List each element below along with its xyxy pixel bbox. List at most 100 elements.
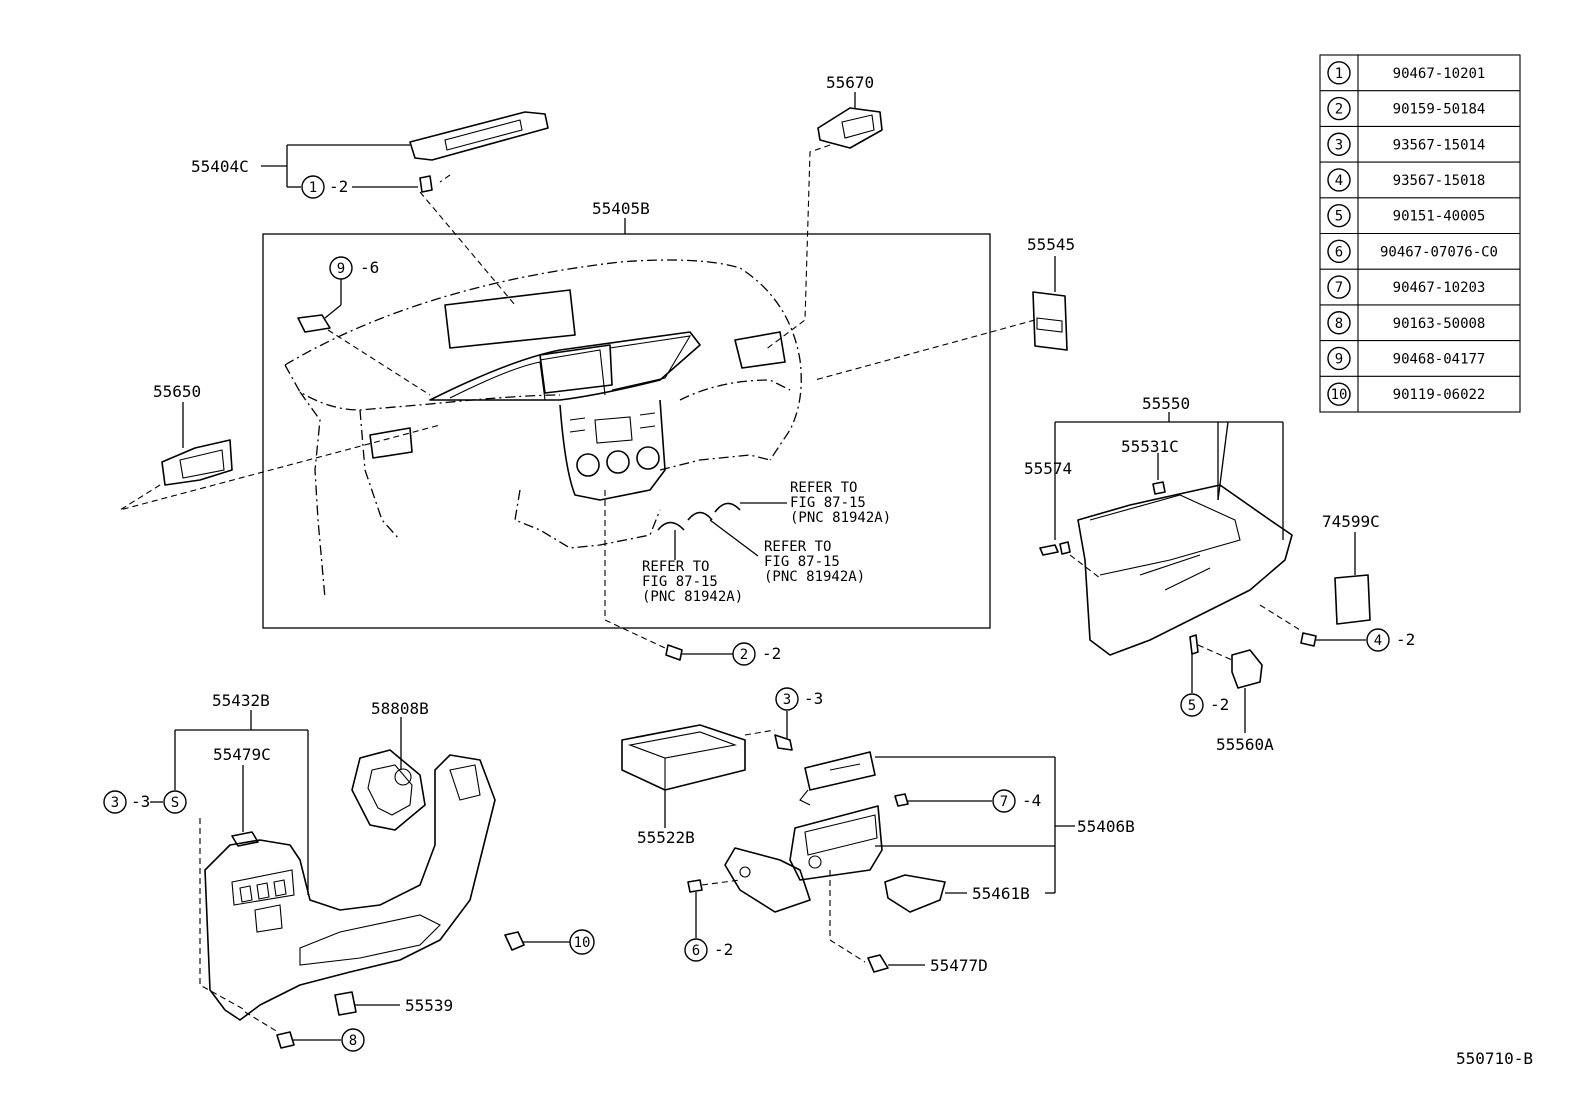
diagram-id: 550710-B <box>1456 1049 1533 1068</box>
part-55560A <box>1189 634 1263 733</box>
table-row-number-circle <box>1327 203 1351 228</box>
table-row-part-number: 90159-50184 <box>1393 102 1486 118</box>
part-55432B <box>174 710 496 1021</box>
label-55522B: 55522B <box>637 828 695 847</box>
callout-circle-10 <box>569 929 595 955</box>
svg-text:3: 3 <box>783 692 791 708</box>
label-55432B: 55432B <box>212 691 270 710</box>
svg-text:2: 2 <box>740 647 748 663</box>
label-55531C: 55531C <box>1121 437 1179 456</box>
svg-text:FIG 87-15: FIG 87-15 <box>764 554 840 570</box>
table-row-number: 5 <box>1335 209 1343 225</box>
svg-text:(PNC 81942A): (PNC 81942A) <box>764 569 865 585</box>
callout-circle-4 <box>1366 628 1390 652</box>
table-row-number: 2 <box>1335 102 1343 118</box>
label-55406B: 55406B <box>1077 817 1135 836</box>
callout-circle-1 <box>301 175 325 199</box>
label-55560A: 55560A <box>1216 735 1274 754</box>
table-row-number-circle <box>1327 311 1351 335</box>
table-row-number: 3 <box>1335 137 1343 153</box>
label-55479C: 55479C <box>213 745 271 764</box>
part-55650 <box>119 402 441 511</box>
svg-text:REFER TO: REFER TO <box>790 480 857 496</box>
label-55461B: 55461B <box>972 884 1030 903</box>
table-row-number: 10 <box>1331 387 1348 403</box>
svg-text:-3: -3 <box>804 689 823 708</box>
svg-text:-6: -6 <box>360 258 379 277</box>
svg-text:-2: -2 <box>329 177 348 196</box>
callout-circle-S <box>163 790 187 814</box>
table-row-number: 1 <box>1335 66 1343 82</box>
svg-text:FIG 87-15: FIG 87-15 <box>790 495 866 511</box>
screw-10 <box>504 931 525 951</box>
part-74599C <box>1334 532 1371 625</box>
instrument-panel-frame <box>262 233 991 629</box>
callout-circle-2 <box>732 642 756 666</box>
table-row-number-circle <box>1327 346 1351 371</box>
part-55479C <box>231 765 259 847</box>
svg-text:10: 10 <box>574 935 591 951</box>
table-row-part-number: 90468-04177 <box>1393 351 1486 367</box>
label-55477D: 55477D <box>930 956 988 975</box>
svg-text:9: 9 <box>337 261 345 277</box>
table-row-number-circle <box>1327 132 1351 156</box>
table-row-number: 4 <box>1335 173 1343 189</box>
svg-text:(PNC 81942A): (PNC 81942A) <box>642 589 743 605</box>
svg-text:1: 1 <box>309 180 317 196</box>
svg-text:S: S <box>171 795 179 811</box>
callout-circle-7 <box>992 789 1016 813</box>
svg-text:7: 7 <box>1000 794 1008 810</box>
table-row-part-number: 93567-15014 <box>1393 137 1486 153</box>
label-55550: 55550 <box>1142 394 1190 413</box>
table-row-part-number: 90467-10203 <box>1393 280 1486 296</box>
refer-note-2: REFER TO FIG 87-15 (PNC 81942A) <box>687 511 865 585</box>
label-55404C: 55404C <box>191 157 249 176</box>
part-55545 <box>814 256 1068 381</box>
callout-circle-5 <box>1180 693 1204 717</box>
label-55539: 55539 <box>405 996 453 1015</box>
table-row-number-circle <box>1327 275 1351 299</box>
svg-text:3: 3 <box>111 795 119 811</box>
part-55670 <box>764 92 883 351</box>
refer-note-1: REFER TO FIG 87-15 (PNC 81942A) <box>714 480 891 526</box>
table-row-part-number: 90467-07076-C0 <box>1380 244 1498 260</box>
svg-text:5: 5 <box>1188 698 1196 714</box>
svg-text:-2: -2 <box>714 940 733 959</box>
part-58808B <box>351 717 426 831</box>
svg-text:-3: -3 <box>131 792 150 811</box>
label-58808B: 58808B <box>371 699 429 718</box>
label-74599C: 74599C <box>1322 512 1380 531</box>
label-55650: 55650 <box>153 382 201 401</box>
svg-text:-2: -2 <box>1396 630 1415 649</box>
svg-text:REFER TO: REFER TO <box>642 559 709 575</box>
table-row-part-number: 90119-06022 <box>1393 387 1486 403</box>
callout-circle-6 <box>684 938 708 962</box>
callout-circle-8 <box>341 1028 365 1052</box>
svg-text:-2: -2 <box>762 644 781 663</box>
table-row-number: 6 <box>1335 244 1343 260</box>
table-row-part-number: 93567-15018 <box>1393 173 1486 189</box>
screw-2 <box>604 490 733 661</box>
part-55406B <box>687 751 1075 973</box>
svg-text:6: 6 <box>692 943 700 959</box>
part-55404C <box>261 111 549 306</box>
table-row-number: 7 <box>1335 280 1343 296</box>
svg-text:8: 8 <box>349 1033 357 1049</box>
svg-text:FIG 87-15: FIG 87-15 <box>642 574 718 590</box>
table-row-part-number: 90151-40005 <box>1393 209 1486 225</box>
callout-circle-3b <box>775 687 799 711</box>
part-55539 <box>334 991 357 1016</box>
svg-text:(PNC 81942A): (PNC 81942A) <box>790 510 891 526</box>
table-row-part-number: 90163-50008 <box>1393 316 1486 332</box>
label-55405B: 55405B <box>592 199 650 218</box>
table-row-number-circle <box>1327 168 1351 192</box>
screw-4 <box>1300 632 1317 647</box>
refer-note-3: REFER TO FIG 87-15 (PNC 81942A) <box>642 521 743 605</box>
table-row-number-circle <box>1327 382 1351 406</box>
table-row-number-circle <box>1327 96 1351 121</box>
part-55550 <box>1039 412 1301 656</box>
table-row-number: 9 <box>1335 351 1343 367</box>
